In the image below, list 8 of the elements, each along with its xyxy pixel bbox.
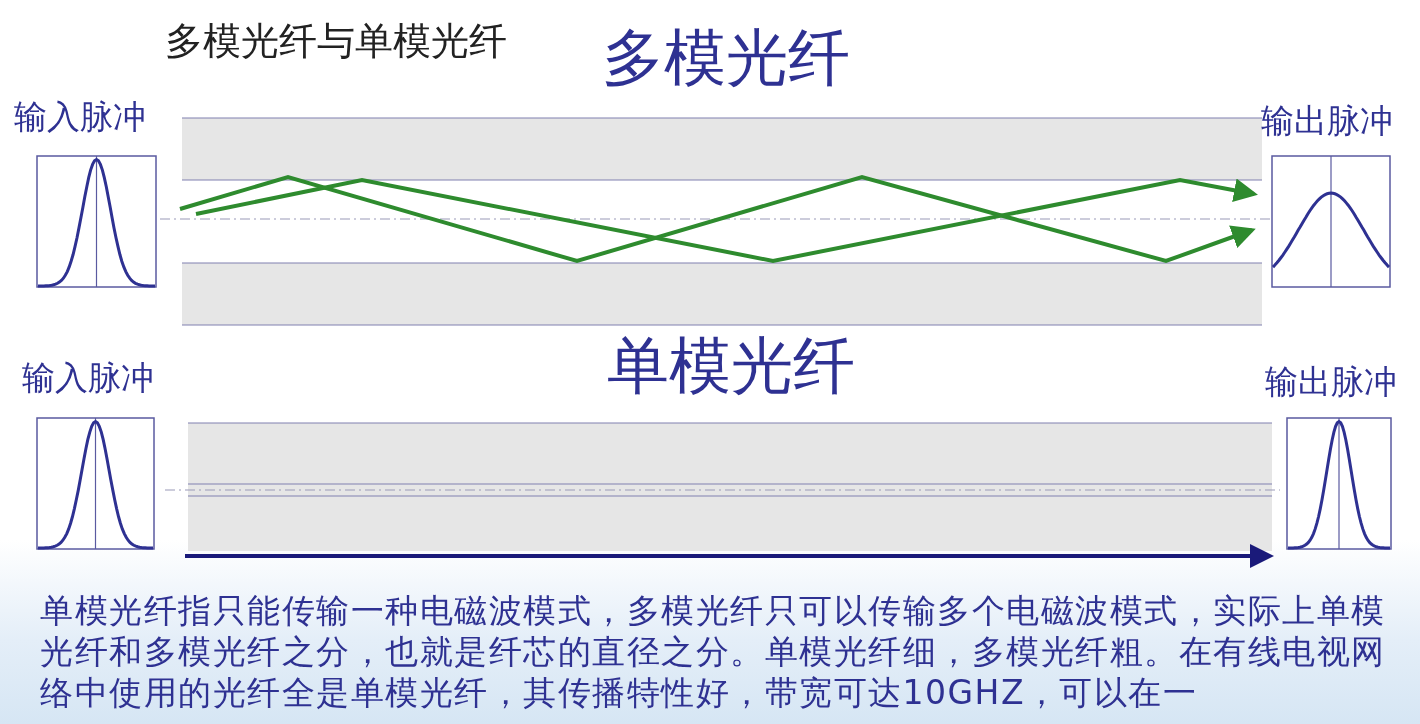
pulse-heading: 输入脉冲	[22, 358, 154, 398]
title: 多模光纤与单模光纤	[165, 18, 507, 64]
pulse-heading: 输入脉冲	[14, 97, 146, 137]
section-heading: 单模光纤	[607, 328, 855, 404]
section-heading: 多模光纤	[602, 20, 850, 96]
pulse-heading: 输出脉冲	[1265, 362, 1397, 402]
pulse-heading: 输出脉冲	[1261, 101, 1393, 141]
description-text: 单模光纤指只能传输一种电磁波模式，多模光纤只可以传输多个电磁波模式，实际上单模光纤和多模光纤之分，也就是纤芯的直径之分。单模光纤细，多模光纤粗。在有线电视网络中使用的光纤全是单模光纤，其传播特性好，带宽可达10GHZ，可以在一	[40, 590, 1387, 713]
